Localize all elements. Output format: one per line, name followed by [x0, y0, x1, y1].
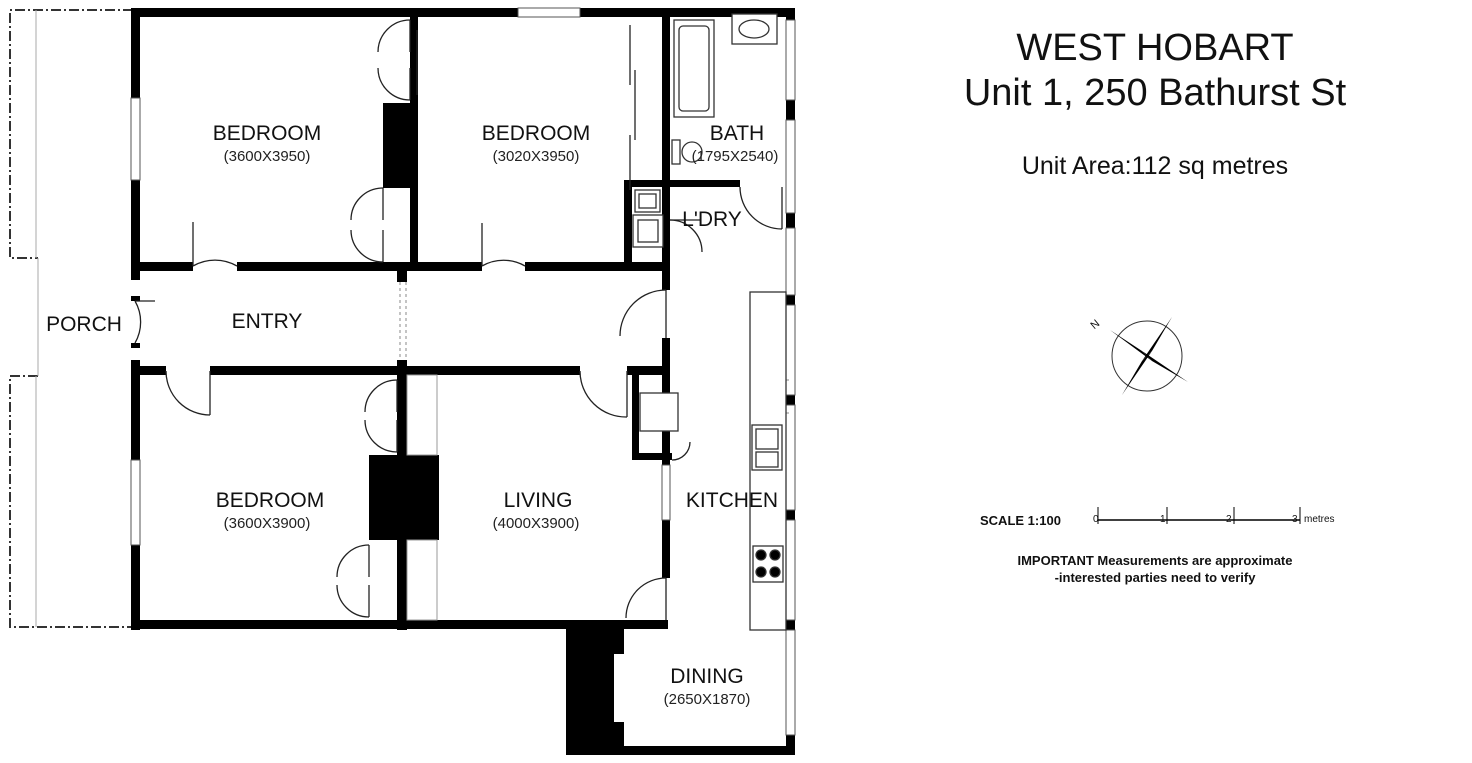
title-address: Unit 1, 250 Bathurst St	[964, 72, 1347, 114]
scale-bar: SCALE 1:100 0 1 2 3 metres	[980, 507, 1335, 528]
room-dims-bedroom-3: (3600X3900)	[224, 515, 311, 532]
room-name-bedroom-2: BEDROOM	[482, 122, 591, 145]
title-suburb: WEST HOBART	[1016, 27, 1293, 69]
notice-line1: Measurements are approximate	[1094, 553, 1293, 568]
scale-tick-1: 1	[1160, 514, 1166, 525]
room-name-bath: BATH	[710, 122, 764, 145]
room-name-bedroom-1: BEDROOM	[213, 122, 322, 145]
fridge-space	[639, 392, 679, 432]
room-labels: BEDROOM (3600X3950) BEDROOM (3020X3950) …	[46, 122, 778, 708]
room-name-laundry: L'DRY	[682, 208, 742, 231]
scale-tick-0: 0	[1093, 514, 1099, 525]
compass-north-icon: N	[1088, 318, 1102, 332]
toilet	[671, 139, 681, 165]
notice-line2: -interested parties need to verify	[1055, 570, 1257, 585]
porch-inner-lines	[35, 10, 39, 627]
room-name-entry: ENTRY	[232, 310, 303, 333]
openings	[399, 282, 790, 414]
fixtures	[632, 13, 787, 631]
room-name-kitchen: KITCHEN	[686, 489, 778, 512]
room-dims-bedroom-1: (3600X3950)	[224, 148, 311, 165]
scale-label: SCALE 1:100	[980, 513, 1061, 528]
unit-area: Unit Area:112 sq metres	[1022, 152, 1288, 180]
doors	[134, 19, 783, 620]
room-name-porch: PORCH	[46, 313, 122, 336]
room-dims-bedroom-2: (3020X3950)	[493, 148, 580, 165]
room-name-dining: DINING	[670, 665, 744, 688]
room-dims-dining: (2650X1870)	[664, 691, 751, 708]
svg-text:IMPORTANT Measurements are app: IMPORTANT Measurements are approximate	[1017, 553, 1292, 568]
title-block: WEST HOBART Unit 1, 250 Bathurst St Unit…	[964, 27, 1347, 180]
windows	[130, 7, 796, 736]
scale-tick-3: 3	[1292, 514, 1298, 525]
scale-tick-2: 2	[1226, 514, 1232, 525]
room-dims-bath: (1795X2540)	[692, 148, 779, 165]
scale-unit: metres	[1304, 514, 1335, 525]
room-name-living: LIVING	[504, 489, 573, 512]
room-dims-living: (4000X3900)	[493, 515, 580, 532]
notice: IMPORTANT Measurements are approximate -…	[1017, 553, 1292, 585]
room-name-bedroom-3: BEDROOM	[216, 489, 325, 512]
compass: N	[1088, 317, 1188, 395]
notice-important: IMPORTANT	[1017, 553, 1093, 568]
porch-outline	[9, 9, 133, 628]
walls	[131, 8, 795, 755]
